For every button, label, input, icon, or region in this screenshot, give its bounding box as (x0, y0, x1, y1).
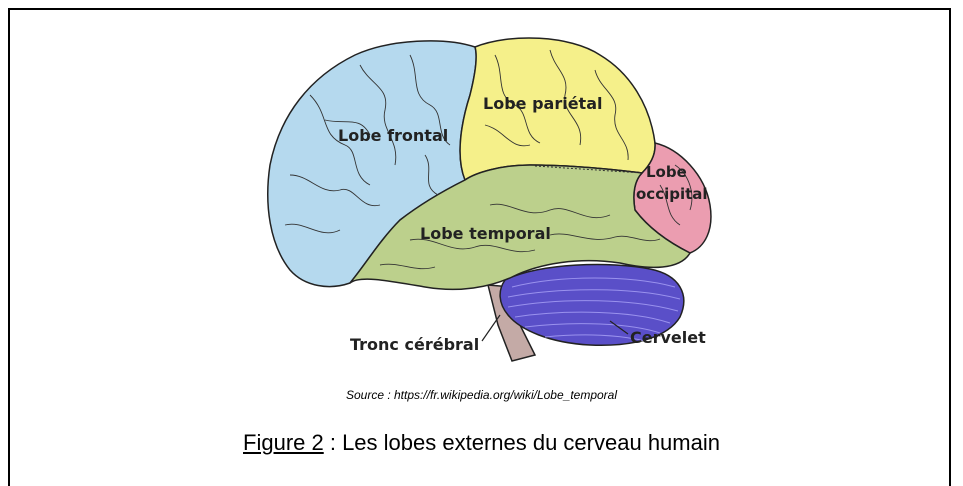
label-temporal-lobe: Lobe temporal (420, 224, 551, 243)
label-occipital-lobe-line1: Lobe (646, 163, 687, 181)
label-cerebellum: Cervelet (630, 328, 706, 347)
label-parietal-lobe: Lobe pariétal (483, 94, 602, 113)
source-citation: Source : https://fr.wikipedia.org/wiki/L… (0, 388, 963, 402)
figure-caption-text: : Les lobes externes du cerveau humain (324, 430, 720, 455)
figure-caption: Figure 2 : Les lobes externes du cerveau… (0, 430, 963, 456)
leader-line-brainstem (482, 315, 500, 341)
figure-number: Figure 2 (243, 430, 324, 455)
label-frontal-lobe: Lobe frontal (338, 126, 448, 145)
label-brainstem: Tronc cérébral (350, 335, 479, 354)
brain-lobes-diagram: Lobe frontal Lobe pariétal Lobe occipita… (250, 25, 750, 370)
label-occipital-lobe-line2: occipital (636, 185, 708, 203)
